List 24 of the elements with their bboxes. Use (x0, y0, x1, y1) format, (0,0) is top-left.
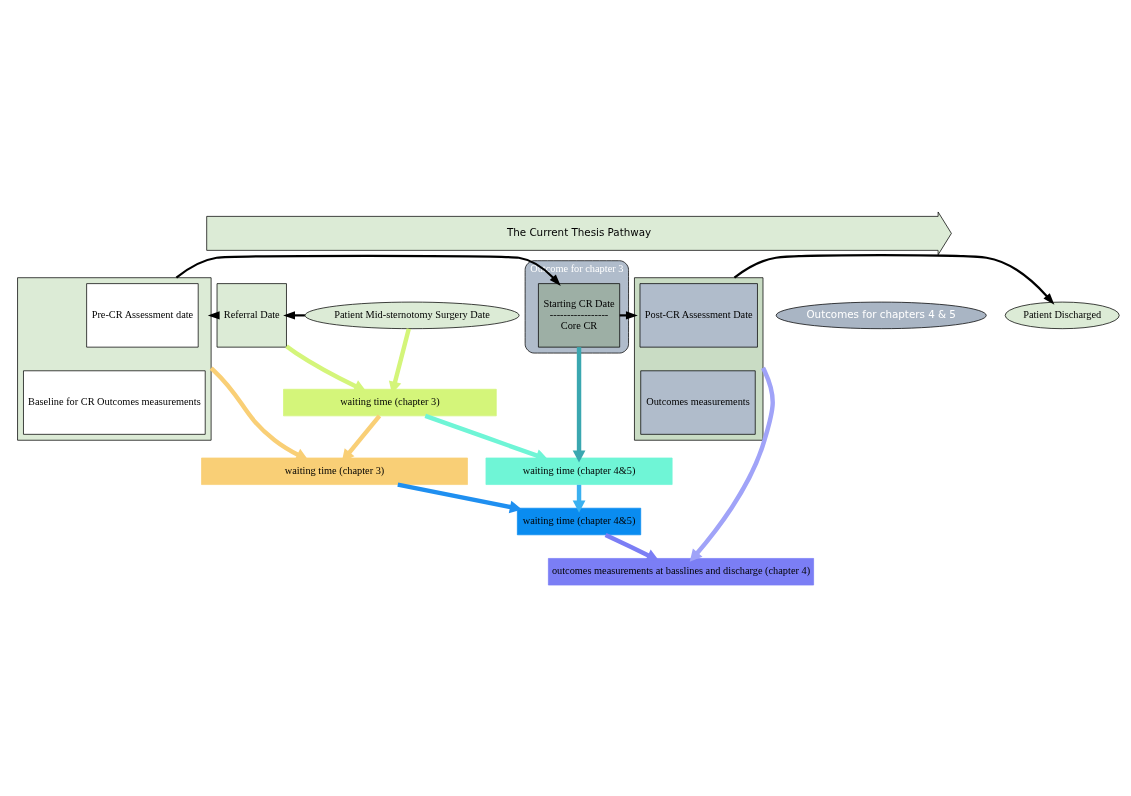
cluster (17, 276, 212, 441)
arrow (572, 346, 586, 463)
arrow (175, 254, 561, 286)
node-ellipse: Patient Mid-sternotomy Surgery Date (304, 301, 520, 329)
node-box: Pre-CR Assessment date (86, 282, 199, 347)
arrow (689, 366, 775, 562)
node-ellipse: Patient Discharged (1004, 301, 1120, 329)
node-box: Starting CR Date ----------------- Core CR (538, 282, 621, 347)
arrow (285, 344, 367, 392)
cluster (634, 276, 764, 441)
node-box: waiting time (chapter 3) (283, 388, 497, 416)
node-box: Post-CR Assessment Date (639, 282, 758, 347)
arrow (209, 365, 309, 460)
node-ellipse: Outcomes for chapters 4 & 5 (775, 301, 987, 329)
node-box: Outcomes measurements (640, 369, 756, 435)
node-box: waiting time (chapter 4&5) (517, 507, 642, 535)
arrow (424, 413, 549, 461)
arrow (733, 253, 1055, 305)
arrow (604, 532, 659, 561)
node-box: outcomes measurements at basslines and discharge (chapter 4) (548, 557, 814, 585)
node-box: waiting time (chapter 4&5) (485, 457, 673, 485)
node-box: Baseline for CR Outcomes measurements (23, 369, 206, 435)
arrow (397, 481, 522, 513)
node-box: waiting time (chapter 3) (201, 457, 468, 485)
